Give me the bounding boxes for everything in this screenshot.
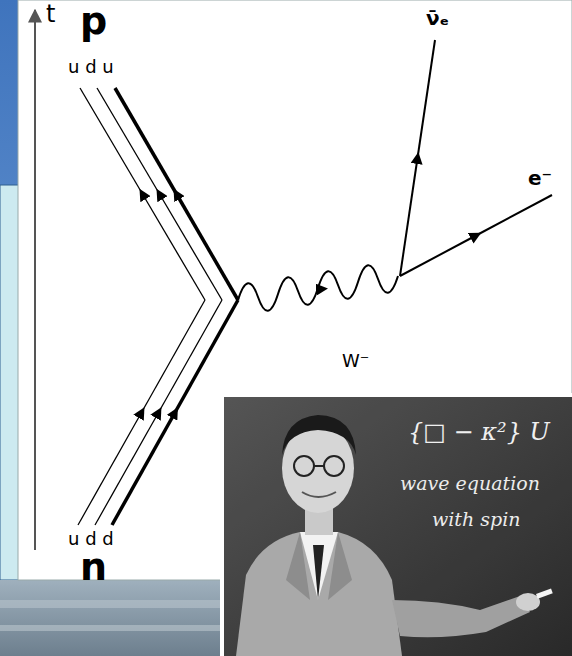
portrait-photo — [220, 393, 572, 656]
particle-name: ν̄ₑ — [426, 8, 449, 28]
particle-name: p — [80, 2, 107, 40]
quark-content: u d u — [68, 58, 114, 76]
particle-name: e⁻ — [528, 168, 552, 188]
board-writing: wave equation — [400, 474, 540, 493]
board-writing: with spin — [432, 510, 520, 529]
particle-name: n — [80, 548, 107, 586]
quark-content: u d d — [68, 530, 114, 548]
board-equation: {□ − κ²} U — [408, 420, 550, 444]
boson-label: W⁻ — [342, 352, 369, 370]
axis-label: t — [46, 2, 55, 26]
